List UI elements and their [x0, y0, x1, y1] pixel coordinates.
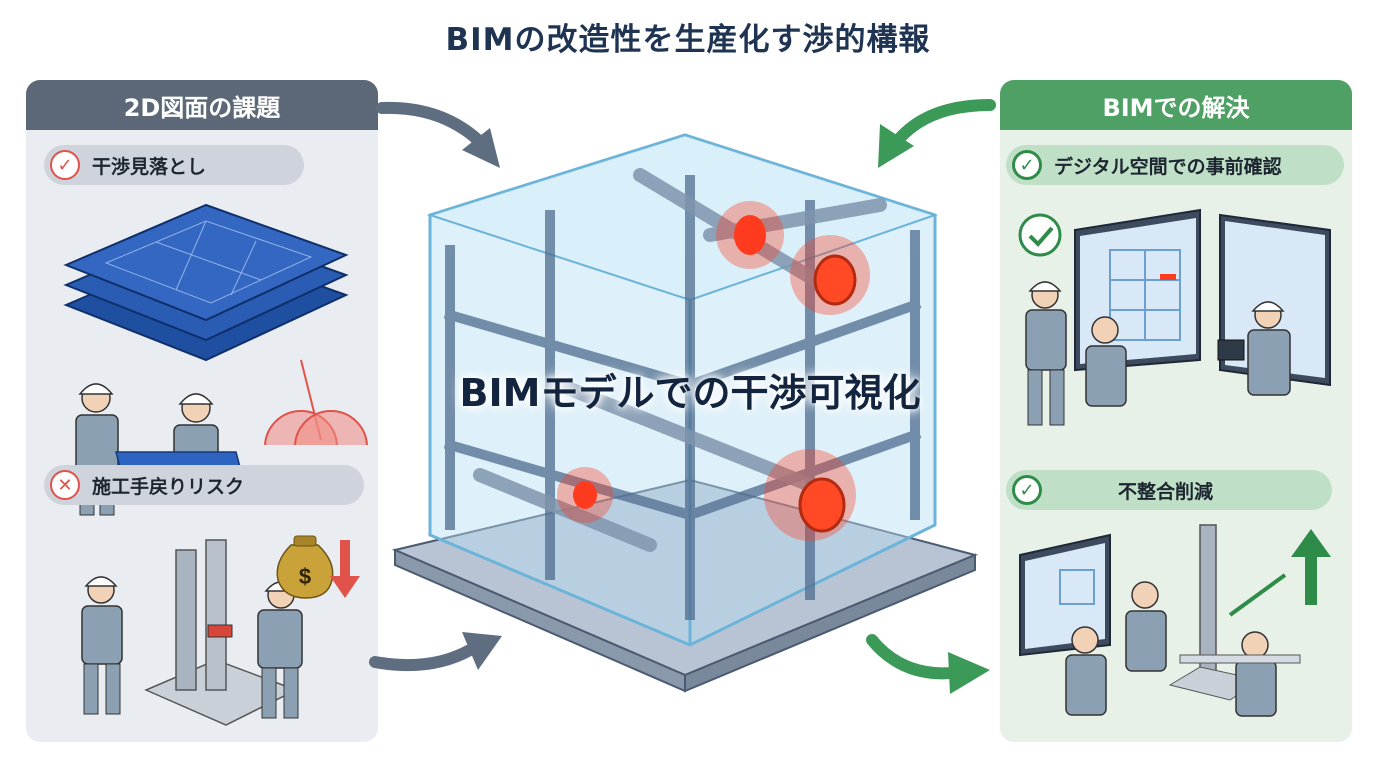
check-icon: ✓: [1012, 475, 1042, 505]
worker-with-tablet-1: [1025, 281, 1067, 426]
clash-highlight-top: [716, 201, 870, 315]
workers-group: [1065, 581, 1301, 717]
wall-monitor: [1019, 533, 1111, 657]
interference-circles: [264, 359, 368, 445]
arrow-left-bottom: [369, 632, 502, 672]
clash-highlight-bottom: [557, 449, 856, 541]
blueprint-stack: [63, 203, 349, 362]
collaboration-illustration: [1019, 524, 1331, 717]
x-icon: ✕: [50, 470, 80, 500]
issue-pill-interference-missed: ✓ 干渉見落とし: [44, 145, 304, 185]
rework-illustration: $: [81, 535, 360, 726]
money-bag-icon: $: [276, 535, 334, 599]
arrow-right-bottom: [866, 634, 990, 694]
left-panel-header: 2D図面の課題: [26, 80, 378, 130]
digital-review-illustration: [1018, 208, 1331, 426]
issue-label: 施工手戻りリスク: [92, 475, 245, 498]
standalone-check-icon: [1018, 213, 1062, 257]
solution-label: 不整合削減: [1118, 480, 1214, 503]
worker-with-tablet-2: [1085, 316, 1127, 407]
bim-model-illustration: [391, 133, 979, 693]
solution-label: デジタル空間での事前確認: [1054, 155, 1282, 178]
worker-left: [81, 576, 123, 715]
hammer-icon: [207, 624, 233, 638]
right-panel-bim-solution: BIMでの解決 ✓ デジタル空間での事前確認: [1000, 80, 1352, 742]
page-title: BIMの改造性を生産化す渉的構報: [445, 22, 931, 58]
solution-pill-digital-precheck: ✓ デジタル空間での事前確認: [1006, 145, 1344, 185]
issue-label: 干渉見落とし: [92, 155, 207, 178]
issue-pill-rework-risk: ✕ 施工手戻りリスク: [44, 465, 364, 505]
down-arrow-icon: [330, 540, 360, 598]
dollar-sign: $: [299, 564, 311, 589]
steel-columns: [144, 539, 298, 726]
solution-pill-inconsistency-reduction: ✓ 不整合削減: [1006, 470, 1332, 510]
blueprint-illustration: [63, 203, 368, 445]
check-icon: ✓: [50, 150, 80, 180]
center-model-label: BIMモデルでの干渉可視化: [459, 371, 921, 415]
arrow-right-top: [878, 99, 996, 168]
check-icon: ✓: [1012, 150, 1042, 180]
worker-with-tablet-3: [1217, 301, 1291, 396]
arrow-left-top: [376, 101, 500, 168]
right-panel-header: BIMでの解決: [1000, 80, 1352, 130]
up-arrow-icon: [1228, 529, 1331, 617]
left-panel-2d-issues: 2D図面の課題 ✓ 干渉見落とし: [26, 80, 378, 742]
